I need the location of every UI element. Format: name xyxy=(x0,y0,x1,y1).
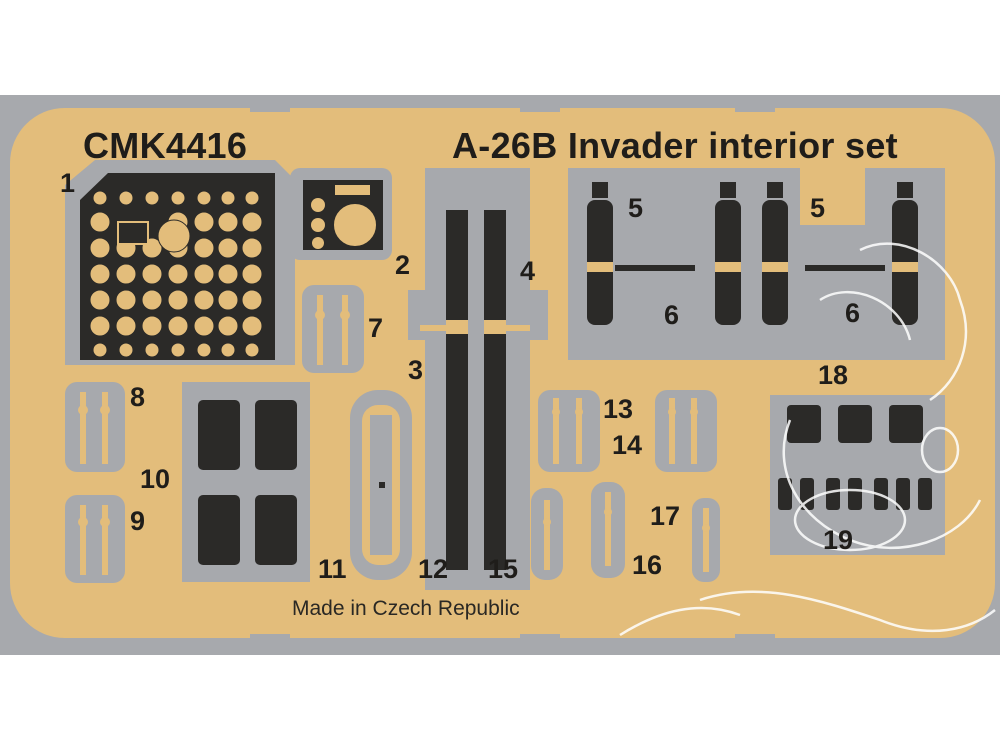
part-label-6a: 6 xyxy=(664,300,680,330)
belt-band xyxy=(892,262,918,272)
part-label-8: 8 xyxy=(130,382,146,412)
belt-buckle xyxy=(897,182,913,198)
dial xyxy=(115,315,137,337)
dial xyxy=(193,211,215,233)
dial xyxy=(217,315,239,337)
dial xyxy=(92,342,108,358)
part-5-6-belts xyxy=(568,168,945,360)
dial xyxy=(217,237,239,259)
part-label-18: 18 xyxy=(818,360,849,390)
part-label-10: 10 xyxy=(140,464,171,494)
part-label-17: 17 xyxy=(650,501,681,531)
part-11-12-frame xyxy=(350,390,412,580)
footer-text: Made in Czech Republic xyxy=(292,597,520,620)
sheet-code: CMK4416 xyxy=(83,125,248,166)
part-label-19: 19 xyxy=(823,525,854,555)
edge-tabs xyxy=(250,100,775,646)
dial xyxy=(241,315,263,337)
instrument-dials xyxy=(89,190,263,358)
dial xyxy=(217,289,239,311)
belt-buckle xyxy=(767,182,783,198)
dial xyxy=(144,342,160,358)
dial xyxy=(193,315,215,337)
dial xyxy=(217,211,239,233)
part-18-19 xyxy=(770,395,945,555)
dial xyxy=(170,342,186,358)
dial xyxy=(196,190,212,206)
part-label-4: 4 xyxy=(520,256,536,286)
sheet-title: A-26B Invader interior set xyxy=(452,125,898,166)
dial xyxy=(89,289,111,311)
belt-buckle xyxy=(592,182,608,198)
part-label-14: 14 xyxy=(612,430,643,460)
dial-large xyxy=(157,219,191,253)
part-label-9: 9 xyxy=(130,506,146,536)
part-label-11: 11 xyxy=(318,554,347,584)
dial xyxy=(118,190,134,206)
part-15-16-17 xyxy=(531,482,720,582)
dial xyxy=(89,315,111,337)
part-10-pads xyxy=(182,382,310,582)
part-label-3: 3 xyxy=(408,355,424,385)
part-8-9 xyxy=(65,382,125,583)
dial xyxy=(241,263,263,285)
part-1-instrument-panel xyxy=(65,160,295,365)
part-3-4-rails xyxy=(408,168,548,590)
part-label-13: 13 xyxy=(603,394,634,424)
dial xyxy=(141,289,163,311)
dial xyxy=(141,263,163,285)
part-label-7: 7 xyxy=(368,313,384,343)
dial xyxy=(89,263,111,285)
dial xyxy=(115,263,137,285)
dial xyxy=(193,237,215,259)
part-13-14 xyxy=(538,390,717,472)
part-label-5a: 5 xyxy=(628,193,644,223)
dial xyxy=(170,190,186,206)
part-label-6b: 6 xyxy=(845,298,861,328)
dial xyxy=(241,289,263,311)
part-7 xyxy=(302,285,364,373)
dial xyxy=(167,263,189,285)
dial xyxy=(115,289,137,311)
dial xyxy=(220,190,236,206)
dial xyxy=(196,342,212,358)
belt-band xyxy=(715,262,741,272)
part-label-15: 15 xyxy=(488,554,519,584)
belt-band xyxy=(587,262,613,272)
dial xyxy=(144,190,160,206)
dial xyxy=(193,289,215,311)
dial xyxy=(118,342,134,358)
dial xyxy=(89,211,111,233)
dial xyxy=(167,315,189,337)
belt-band xyxy=(762,262,788,272)
dial xyxy=(244,190,260,206)
dial xyxy=(141,315,163,337)
watermark-drawing xyxy=(619,242,996,637)
part-label-16: 16 xyxy=(632,550,663,580)
dial xyxy=(89,237,111,259)
dial xyxy=(217,263,239,285)
part-label-5b: 5 xyxy=(810,193,826,223)
dial xyxy=(241,211,263,233)
part-2-small-panel xyxy=(290,168,392,260)
dial xyxy=(241,237,263,259)
dial xyxy=(167,289,189,311)
belt-buckle xyxy=(720,182,736,198)
dial xyxy=(193,263,215,285)
dial xyxy=(244,342,260,358)
dial xyxy=(220,342,236,358)
part-label-12: 12 xyxy=(418,554,449,584)
part-label-2: 2 xyxy=(395,250,411,280)
dial xyxy=(92,190,108,206)
part-label-1: 1 xyxy=(60,168,76,198)
